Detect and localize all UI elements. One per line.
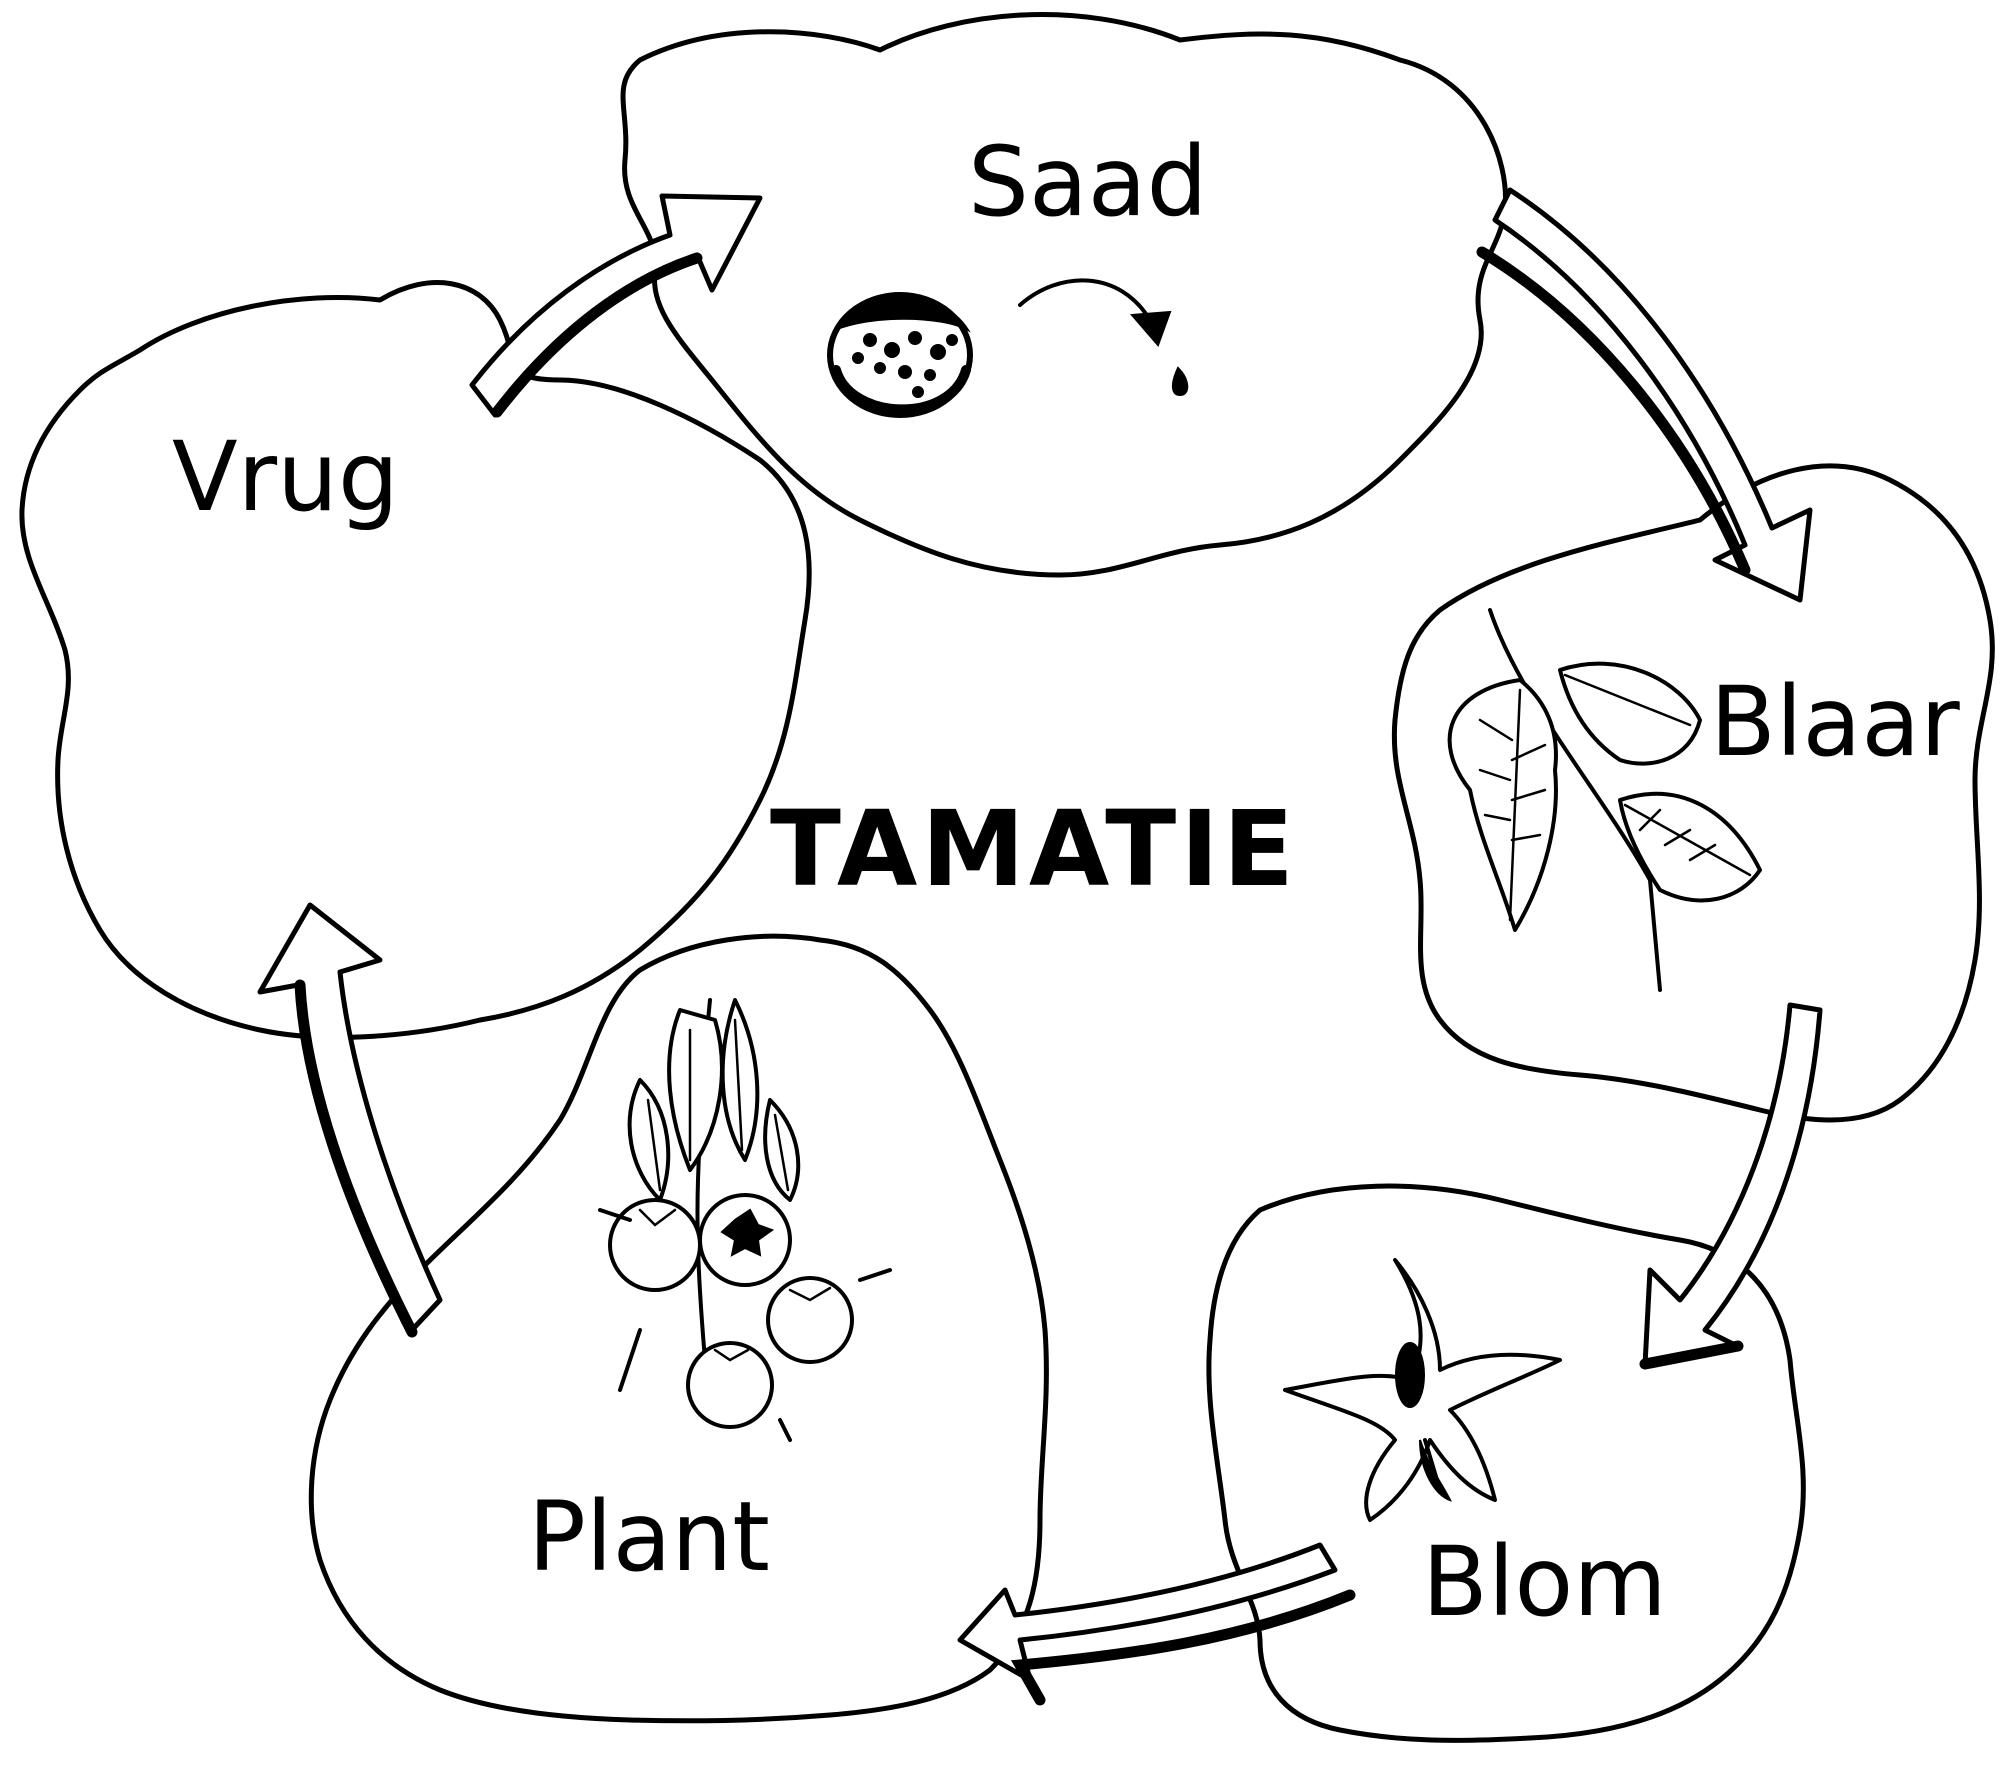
- leaf-icon: [1447, 608, 1762, 992]
- stage-label-saad: Saad: [968, 126, 1208, 238]
- arrow-blom-to-plant: [957, 1542, 1356, 1706]
- tomato-plant-icon: [598, 998, 892, 1442]
- arrow-vrug-to-saad: [469, 193, 763, 418]
- seed-icon: [827, 278, 1189, 418]
- arrow-saad-to-blaar: [1476, 187, 1813, 603]
- stage-blob-vrug: [19, 280, 812, 1040]
- flower-icon: [1283, 1258, 1562, 1522]
- stage-blob-saad: [620, 12, 1509, 578]
- arrow-blaar-to-blom: [1639, 1002, 1823, 1370]
- stage-label-vrug: Vrug: [172, 421, 399, 533]
- stage-label-plant: Plant: [528, 1481, 770, 1593]
- diagram-title: TAMATIE: [770, 788, 1298, 910]
- stage-label-blaar: Blaar: [1710, 666, 1960, 778]
- stage-blob-blaar: [1391, 463, 1995, 1123]
- arrow-plant-to-vrug: [257, 902, 443, 1338]
- stage-label-blom: Blom: [1422, 1526, 1667, 1638]
